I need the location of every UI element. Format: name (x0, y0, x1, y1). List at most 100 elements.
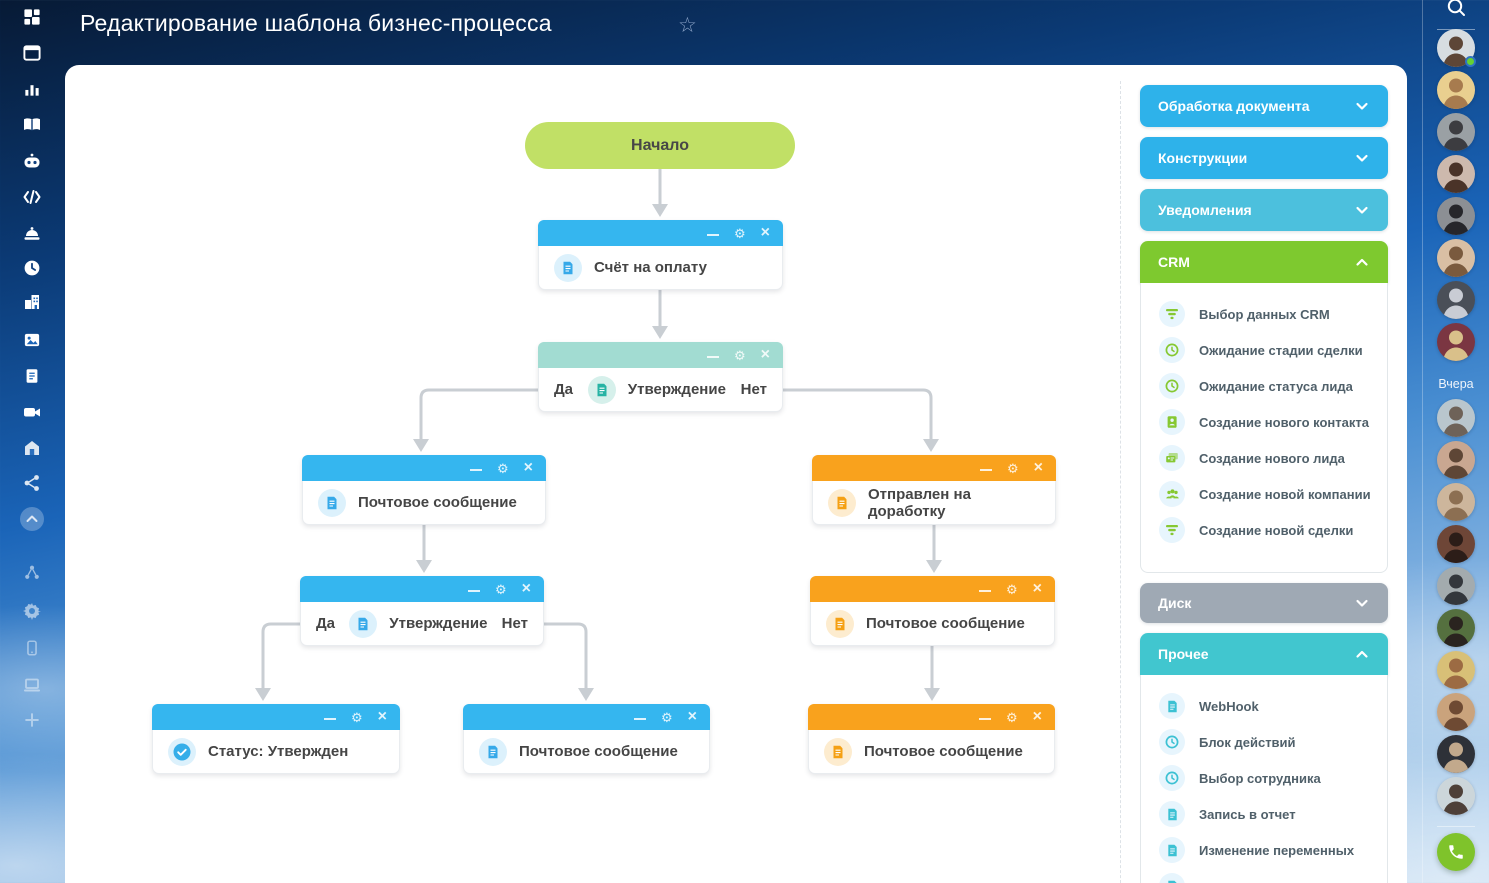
user-avatar[interactable] (1437, 323, 1475, 361)
palette-item-report-entry[interactable]: Запись в отчет (1141, 796, 1387, 832)
node-invoice[interactable]: ⚙× Счёт на оплату (538, 220, 783, 290)
palette-item-truncated[interactable] (1141, 868, 1387, 883)
close-icon[interactable]: × (1032, 580, 1042, 597)
bar-chart-icon[interactable] (23, 80, 42, 99)
close-icon[interactable]: × (377, 708, 387, 725)
open-book-icon[interactable] (22, 115, 42, 135)
close-icon[interactable]: × (760, 346, 770, 363)
node-header: ⚙× (538, 342, 783, 368)
user-avatar[interactable] (1437, 281, 1475, 319)
user-avatar[interactable] (1437, 609, 1475, 647)
palette-section-disk[interactable]: Диск (1140, 583, 1388, 623)
node-mail-4[interactable]: ⚙× Почтовое сообщение (808, 704, 1055, 774)
dashboard-grid-icon[interactable] (23, 8, 42, 27)
palette-item-new-lead[interactable]: Создание нового лида (1141, 440, 1387, 476)
user-avatar[interactable] (1437, 567, 1475, 605)
palette-section-notifications[interactable]: Уведомления (1140, 189, 1388, 231)
node-mail-2[interactable]: ⚙× Почтовое сообщение (810, 576, 1055, 646)
favorite-star-icon[interactable]: ☆ (678, 14, 697, 37)
node-sent-for-revision[interactable]: ⚙× Отправлен на доработку (812, 455, 1056, 525)
palette-section-constructions[interactable]: Конструкции (1140, 137, 1388, 179)
user-avatar[interactable] (1437, 777, 1475, 815)
node-status-approved[interactable]: ⚙× Статус: Утвержден (152, 704, 400, 774)
node-approval-1[interactable]: ⚙× Да Утверждение Нет (538, 342, 783, 412)
settings-gear-icon[interactable]: ⚙ (1007, 460, 1019, 476)
palette-item-wait-lead-status[interactable]: Ожидание статуса лида (1141, 368, 1387, 404)
user-avatar[interactable] (1437, 113, 1475, 151)
palette-section-document-processing[interactable]: Обработка документа (1140, 85, 1388, 127)
laptop-icon[interactable] (22, 675, 42, 695)
minimize-icon[interactable] (979, 590, 991, 592)
user-avatar[interactable] (1437, 483, 1475, 521)
user-avatar[interactable] (1437, 525, 1475, 563)
palette-item-action-block[interactable]: Блок действий (1141, 724, 1387, 760)
settings-gear-icon[interactable] (22, 601, 42, 621)
palette-item-crm-data[interactable]: Выбор данных CRM (1141, 296, 1387, 332)
node-approval-2[interactable]: ⚙× Да Утверждение Нет (300, 576, 544, 646)
settings-gear-icon[interactable]: ⚙ (497, 460, 509, 476)
minimize-icon[interactable] (634, 718, 646, 720)
settings-gear-icon[interactable]: ⚙ (661, 709, 673, 725)
minimize-icon[interactable] (707, 356, 719, 358)
user-avatar[interactable] (1437, 239, 1475, 277)
share-nodes-icon[interactable] (22, 473, 42, 493)
palette-item-new-contact[interactable]: Создание нового контакта (1141, 404, 1387, 440)
settings-gear-icon[interactable]: ⚙ (495, 581, 507, 597)
user-avatar[interactable] (1437, 693, 1475, 731)
palette-item-new-deal[interactable]: Создание новой сделки (1141, 512, 1387, 548)
minimize-icon[interactable] (979, 718, 991, 720)
phone-call-button[interactable] (1437, 833, 1475, 871)
user-avatar[interactable] (1437, 155, 1475, 193)
robot-icon[interactable] (22, 151, 42, 171)
company-building-icon[interactable] (22, 292, 42, 312)
document-icon[interactable] (23, 367, 41, 385)
palette-item-employee-select[interactable]: Выбор сотрудника (1141, 760, 1387, 796)
minimize-icon[interactable] (468, 590, 480, 592)
clock-icon[interactable] (22, 258, 42, 278)
clock-icon (1159, 765, 1185, 791)
store-icon[interactable] (22, 438, 42, 458)
close-icon[interactable]: × (1033, 459, 1043, 476)
service-bell-icon[interactable] (22, 223, 42, 243)
code-icon[interactable] (22, 187, 42, 207)
image-icon[interactable] (23, 331, 42, 350)
palette-item-webhook[interactable]: WebHook (1141, 688, 1387, 724)
user-avatar[interactable] (1437, 197, 1475, 235)
video-camera-icon[interactable] (22, 402, 42, 422)
section-label: Конструкции (1158, 150, 1248, 166)
palette-section-other[interactable]: Прочее (1140, 633, 1388, 675)
palette-section-crm[interactable]: CRM (1140, 241, 1388, 283)
user-avatar[interactable] (1437, 29, 1476, 67)
settings-gear-icon[interactable]: ⚙ (734, 347, 746, 363)
palette-item-change-variables[interactable]: Изменение переменных (1141, 832, 1387, 868)
close-icon[interactable]: × (1032, 708, 1042, 725)
user-avatar[interactable] (1437, 735, 1475, 773)
settings-gear-icon[interactable]: ⚙ (734, 225, 746, 241)
user-avatar[interactable] (1437, 441, 1475, 479)
node-mail-3[interactable]: ⚙× Почтовое сообщение (463, 704, 710, 774)
close-icon[interactable]: × (687, 708, 697, 725)
user-avatar[interactable] (1437, 651, 1475, 689)
settings-gear-icon[interactable]: ⚙ (1006, 709, 1018, 725)
add-plus-icon[interactable] (23, 711, 41, 729)
close-icon[interactable]: × (523, 459, 533, 476)
collapse-chevron-icon[interactable] (19, 506, 45, 532)
network-nodes-icon[interactable] (23, 564, 42, 583)
browser-window-icon[interactable] (23, 44, 42, 63)
mobile-phone-icon[interactable] (23, 639, 41, 657)
search-icon[interactable] (1445, 0, 1467, 23)
settings-gear-icon[interactable]: ⚙ (351, 709, 363, 725)
start-node[interactable]: Начало (525, 122, 795, 169)
minimize-icon[interactable] (980, 469, 992, 471)
minimize-icon[interactable] (470, 469, 482, 471)
node-mail-1[interactable]: ⚙× Почтовое сообщение (302, 455, 546, 525)
palette-item-wait-deal-stage[interactable]: Ожидание стадии сделки (1141, 332, 1387, 368)
minimize-icon[interactable] (324, 718, 336, 720)
close-icon[interactable]: × (521, 580, 531, 597)
settings-gear-icon[interactable]: ⚙ (1006, 581, 1018, 597)
user-avatar[interactable] (1437, 399, 1475, 437)
close-icon[interactable]: × (760, 224, 770, 241)
minimize-icon[interactable] (707, 234, 719, 236)
palette-item-new-company[interactable]: Создание новой компании (1141, 476, 1387, 512)
user-avatar[interactable] (1437, 71, 1475, 109)
